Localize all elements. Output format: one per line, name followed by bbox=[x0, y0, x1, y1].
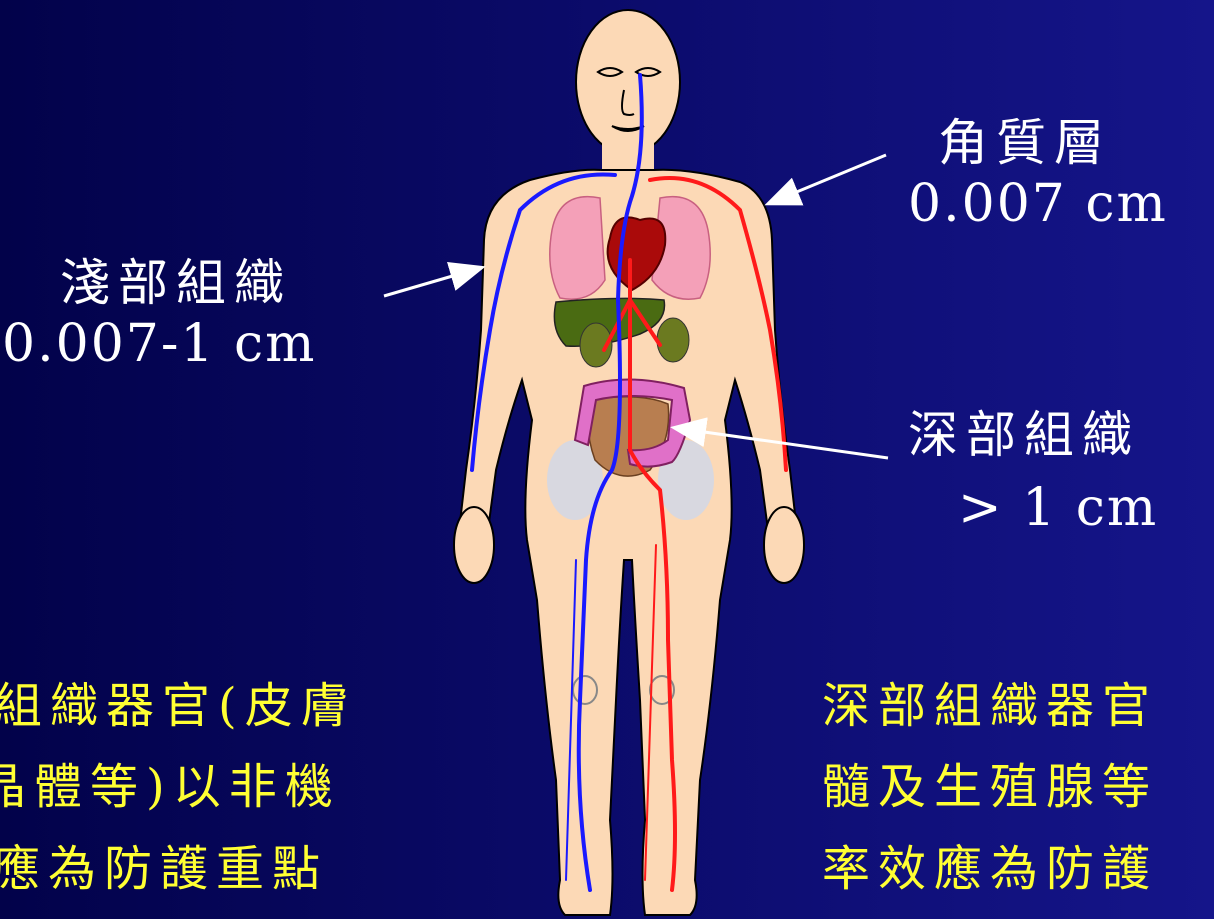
stratum-corneum-title: 角質層 bbox=[938, 118, 1112, 168]
right-note-line-1: 深部組織器官 bbox=[822, 682, 1158, 730]
stratum-corneum-value: 0.007 cm bbox=[908, 178, 1168, 230]
arrow-superficial bbox=[384, 268, 480, 296]
left-note-line-1: 組織器官(皮膚 bbox=[0, 682, 357, 730]
kidney-right bbox=[657, 318, 689, 362]
superficial-tissue-value: 0.007-1 cm bbox=[2, 318, 316, 370]
right-note-line-2: 髓及生殖腺等 bbox=[822, 763, 1158, 811]
left-note-line-3: 應為防護重點 bbox=[0, 845, 328, 893]
left-note-line-2: 晶體等)以非機 bbox=[0, 763, 341, 811]
deep-tissue-value: > 1 cm bbox=[958, 482, 1158, 534]
deep-tissue-title: 深部組織 bbox=[908, 410, 1140, 460]
arrow-stratum-corneum bbox=[770, 155, 886, 203]
superficial-tissue-title: 淺部組織 bbox=[60, 258, 292, 308]
right-note-line-3: 率效應為防護 bbox=[822, 845, 1158, 893]
